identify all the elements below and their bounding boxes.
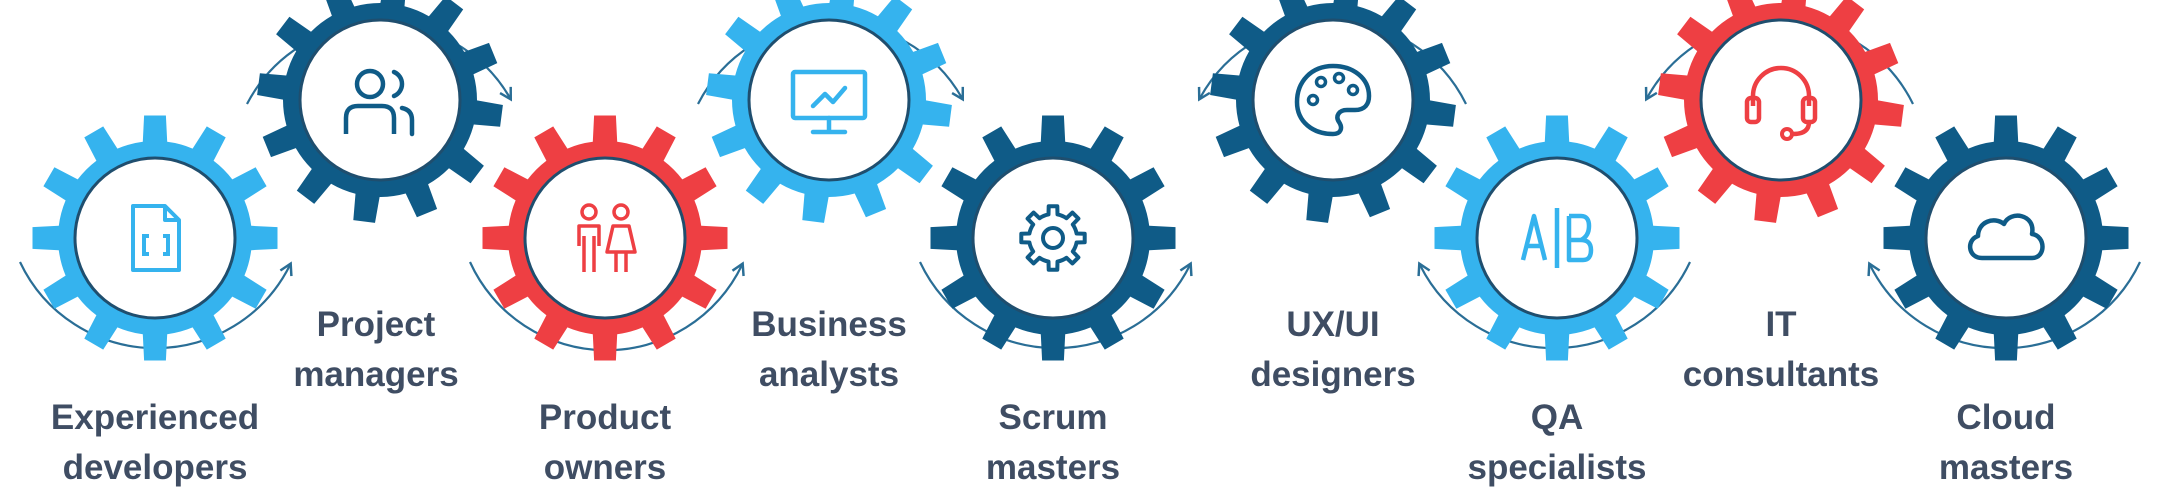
label-project-managers: Project managers <box>226 300 526 400</box>
man-woman-icon <box>577 203 637 272</box>
gear-experienced-developers <box>32 115 278 361</box>
label-ux-ui-designers: UX/UI designers <box>1183 300 1483 400</box>
cloud-icon <box>1968 213 2045 261</box>
code-file-icon <box>131 204 181 272</box>
label-line-1: QA <box>1530 398 1584 437</box>
gear-ux-ui-designers <box>1210 0 1456 223</box>
gear-face <box>971 156 1135 320</box>
gear-face <box>1924 156 2088 320</box>
label-line-1: Product <box>538 398 672 437</box>
gear-face <box>1251 18 1415 182</box>
gear-product-owners <box>482 115 728 361</box>
label-line-1: Scrum <box>998 398 1108 437</box>
gear-face <box>298 18 462 182</box>
gears-group <box>32 0 2129 361</box>
label-line-2: designers <box>1250 355 1416 394</box>
gear-face <box>523 156 687 320</box>
label-line-1: Experienced <box>50 398 260 437</box>
gear-qa-specialists <box>1434 115 1680 361</box>
label-qa-specialists: QA specialists <box>1407 393 1707 493</box>
label-line-2: developers <box>62 448 248 487</box>
gear-scrum-masters <box>930 115 1176 361</box>
label-line-1: IT <box>1765 305 1797 344</box>
monitor-chart-icon <box>790 69 868 135</box>
label-product-owners: Product owners <box>455 393 755 493</box>
gear-cloud-masters <box>1883 115 2129 361</box>
label-line-2: managers <box>293 355 459 394</box>
label-line-1: Business <box>751 305 907 344</box>
gear-face <box>73 156 237 320</box>
headset-icon <box>1744 65 1818 141</box>
people-icon <box>343 68 415 137</box>
label-it-consultants: IT consultants <box>1631 300 1931 400</box>
settings-gear-icon <box>1019 204 1087 272</box>
label-line-1: Project <box>316 305 436 344</box>
label-business-analysts: Business analysts <box>679 300 979 400</box>
label-line-1: Cloud <box>1956 398 2056 437</box>
label-line-2: owners <box>543 448 667 487</box>
label-line-2: masters <box>1938 448 2074 487</box>
label-line-2: masters <box>985 448 1121 487</box>
gear-project-managers <box>257 0 503 223</box>
label-line-2: specialists <box>1467 448 1647 487</box>
label-line-1: UX/UI <box>1286 305 1380 344</box>
ab-test-icon <box>1520 208 1594 268</box>
gear-face <box>1699 18 1863 182</box>
palette-icon <box>1294 63 1372 137</box>
label-experienced-developers: Experienced developers <box>5 393 305 493</box>
label-line-2: consultants <box>1682 355 1880 394</box>
label-cloud-masters: Cloud masters <box>1856 393 2156 493</box>
label-scrum-masters: Scrum masters <box>903 393 1203 493</box>
gear-business-analysts <box>706 0 952 223</box>
gear-it-consultants <box>1658 0 1904 223</box>
label-line-2: analysts <box>758 355 900 394</box>
